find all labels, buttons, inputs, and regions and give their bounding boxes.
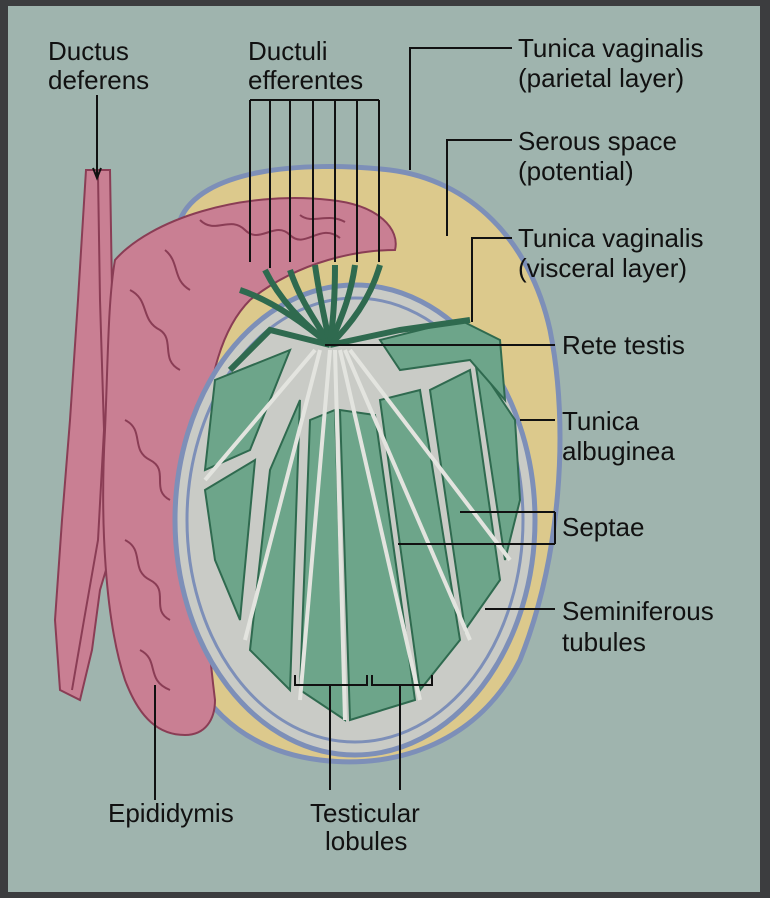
label-septae: Septae bbox=[562, 512, 644, 542]
label-ductuli-efferentes-line2: efferentes bbox=[248, 65, 363, 95]
label-tunica-albuginea-line1: Tunica bbox=[562, 406, 640, 436]
label-rete-testis: Rete testis bbox=[562, 330, 685, 360]
label-serous-space-line2: (potential) bbox=[518, 156, 634, 186]
label-tunica-albuginea-line2: albuginea bbox=[562, 436, 675, 466]
label-tunica-vaginalis-visceral-line2: (visceral layer) bbox=[518, 253, 687, 283]
label-serous-space-line1: Serous space bbox=[518, 126, 677, 156]
label-epididymis: Epididymis bbox=[108, 798, 234, 828]
label-ductuli-efferentes-line1: Ductuli bbox=[248, 36, 327, 66]
label-seminiferous-tubules-line1: Seminiferous bbox=[562, 596, 714, 626]
label-tunica-vaginalis-parietal-line2: (parietal layer) bbox=[518, 63, 684, 93]
label-testicular-lobules-line1: Testicular bbox=[310, 798, 420, 828]
label-testicular-lobules-line2: lobules bbox=[325, 826, 407, 856]
label-seminiferous-tubules-line2: tubules bbox=[562, 627, 646, 657]
label-tunica-vaginalis-parietal-line1: Tunica vaginalis bbox=[518, 33, 703, 63]
label-ductus-deferens-line2: deferens bbox=[48, 65, 149, 95]
label-tunica-vaginalis-visceral-line1: Tunica vaginalis bbox=[518, 223, 703, 253]
label-ductus-deferens-line1: Ductus bbox=[48, 36, 129, 66]
